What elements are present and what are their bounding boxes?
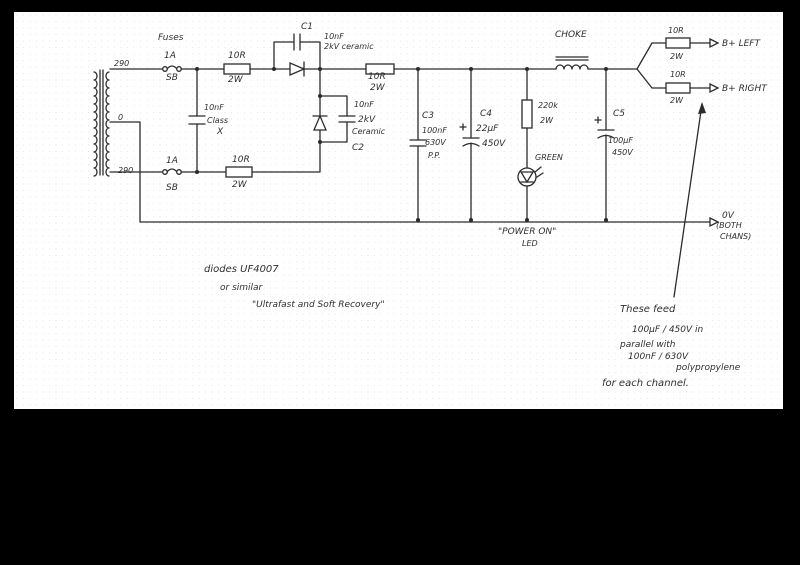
c4-name: C4	[480, 109, 492, 119]
transformer-core	[99, 69, 104, 176]
resistor-top-power: 2W	[228, 75, 244, 85]
resistor-bottom-power: 2W	[232, 180, 248, 190]
output-right-label: B+ RIGHT	[722, 84, 768, 94]
note-pointer-line	[673, 103, 703, 298]
capacitor-c3	[409, 139, 427, 147]
choke-label: CHOKE	[555, 30, 587, 40]
c5-voltage: 450V	[612, 148, 633, 157]
diodes-note-3: "Ultrafast and Soft Recovery"	[252, 300, 385, 310]
schematic-diagram: 290 0 290 1A SB Fuses 10R 2W 1A SB 10R 2…	[14, 12, 783, 409]
resistor-left-power: 2W	[670, 52, 684, 61]
c3-value: 100nF	[422, 126, 447, 135]
class-x-mark: X	[216, 127, 224, 137]
diodes-note-2: or similar	[220, 283, 264, 293]
resistor-right	[665, 82, 691, 94]
c3-type: P.P.	[428, 151, 441, 160]
c4-value: 22µF	[476, 124, 499, 134]
resistor-top	[223, 63, 251, 75]
class-x-value: 10nF	[204, 103, 224, 112]
wire-output-split	[636, 42, 667, 89]
diodes-note-1: diodes UF4007	[204, 264, 279, 275]
c1-name: C1	[301, 22, 313, 32]
tap-mid-label: 0	[118, 113, 123, 122]
resistor-top-value: 10R	[228, 51, 246, 61]
tap-bottom-label: 290	[118, 166, 133, 175]
capacitor-c1	[293, 33, 301, 51]
c5-plus-sign	[594, 116, 602, 124]
fuse-bottom-value: 1A	[166, 156, 178, 166]
fuses-heading: Fuses	[158, 33, 184, 43]
fuse-bottom	[162, 168, 182, 175]
fuse-top	[162, 65, 182, 72]
ground-label: 0V	[722, 211, 735, 221]
diode-d1	[289, 62, 306, 76]
wire-output-terminals	[689, 42, 711, 89]
wire-ground-rail	[109, 121, 711, 223]
resistor-led-power: 2W	[540, 116, 554, 125]
resistor-led-value: 220k	[538, 101, 558, 110]
resistor-right-power: 2W	[670, 96, 684, 105]
resistor-mid-value: 10R	[368, 72, 386, 82]
resistor-left	[665, 37, 691, 49]
feed-note-5: polypropylene	[675, 363, 741, 373]
resistor-right-value: 10R	[670, 70, 686, 79]
c4-voltage: 450V	[482, 139, 506, 149]
c1-value: 10nF	[324, 32, 344, 41]
led-color: GREEN	[535, 153, 563, 162]
choke-core	[555, 56, 589, 61]
wire-c1	[273, 41, 321, 70]
c4-plus-sign	[459, 123, 467, 131]
class-x-type: Class	[207, 116, 228, 125]
ground-note-2: CHANS)	[720, 232, 751, 241]
c3-voltage: 630V	[425, 138, 446, 147]
c2-voltage: 2kV	[358, 115, 376, 125]
fuse-top-type: SB	[166, 73, 178, 83]
choke-coil	[555, 64, 589, 70]
resistor-left-value: 10R	[668, 26, 684, 35]
schematic-sheet: 290 0 290 1A SB Fuses 10R 2W 1A SB 10R 2…	[14, 12, 783, 409]
resistor-mid-power: 2W	[370, 83, 386, 93]
led-diode	[519, 171, 535, 184]
c2-value: 10nF	[354, 100, 374, 109]
paper-grid	[14, 12, 783, 409]
feed-note-6: for each channel.	[602, 378, 689, 389]
ground-note-1: (BOTH	[716, 221, 742, 230]
led-light-arrows	[534, 166, 544, 178]
arrow-left-output	[709, 37, 720, 49]
resistor-bottom	[225, 166, 253, 178]
c3-name: C3	[422, 111, 434, 121]
fuse-bottom-type: SB	[166, 183, 178, 193]
output-left-label: B+ LEFT	[722, 39, 761, 49]
c5-value: 100µF	[608, 136, 633, 145]
c2-type: Ceramic	[352, 127, 386, 136]
fuse-top-value: 1A	[164, 51, 176, 61]
feed-note-2: 100µF / 450V in	[632, 325, 704, 335]
resistor-bottom-value: 10R	[232, 155, 250, 165]
secondary-winding	[105, 71, 110, 177]
resistor-led	[521, 99, 533, 129]
feed-note-1: These feed	[620, 304, 676, 315]
feed-note-3: parallel with	[619, 340, 676, 350]
transformer: 290 0 290	[93, 59, 133, 177]
c2-name: C2	[352, 143, 364, 153]
feed-note-4: 100nF / 630V	[628, 352, 689, 362]
primary-winding	[93, 71, 98, 177]
capacitor-c2	[338, 115, 356, 123]
note-pointer-arrow	[698, 102, 706, 114]
tap-top-label: 290	[114, 59, 129, 68]
arrow-right-output	[709, 82, 720, 94]
c5-name: C5	[613, 109, 625, 119]
arrow-ground	[709, 216, 720, 228]
c1-type: 2kV ceramic	[324, 42, 374, 51]
led-name: "POWER ON"	[498, 227, 556, 237]
wire-c2	[319, 95, 348, 143]
led-type: LED	[522, 239, 538, 248]
capacitor-class-x	[188, 115, 206, 125]
